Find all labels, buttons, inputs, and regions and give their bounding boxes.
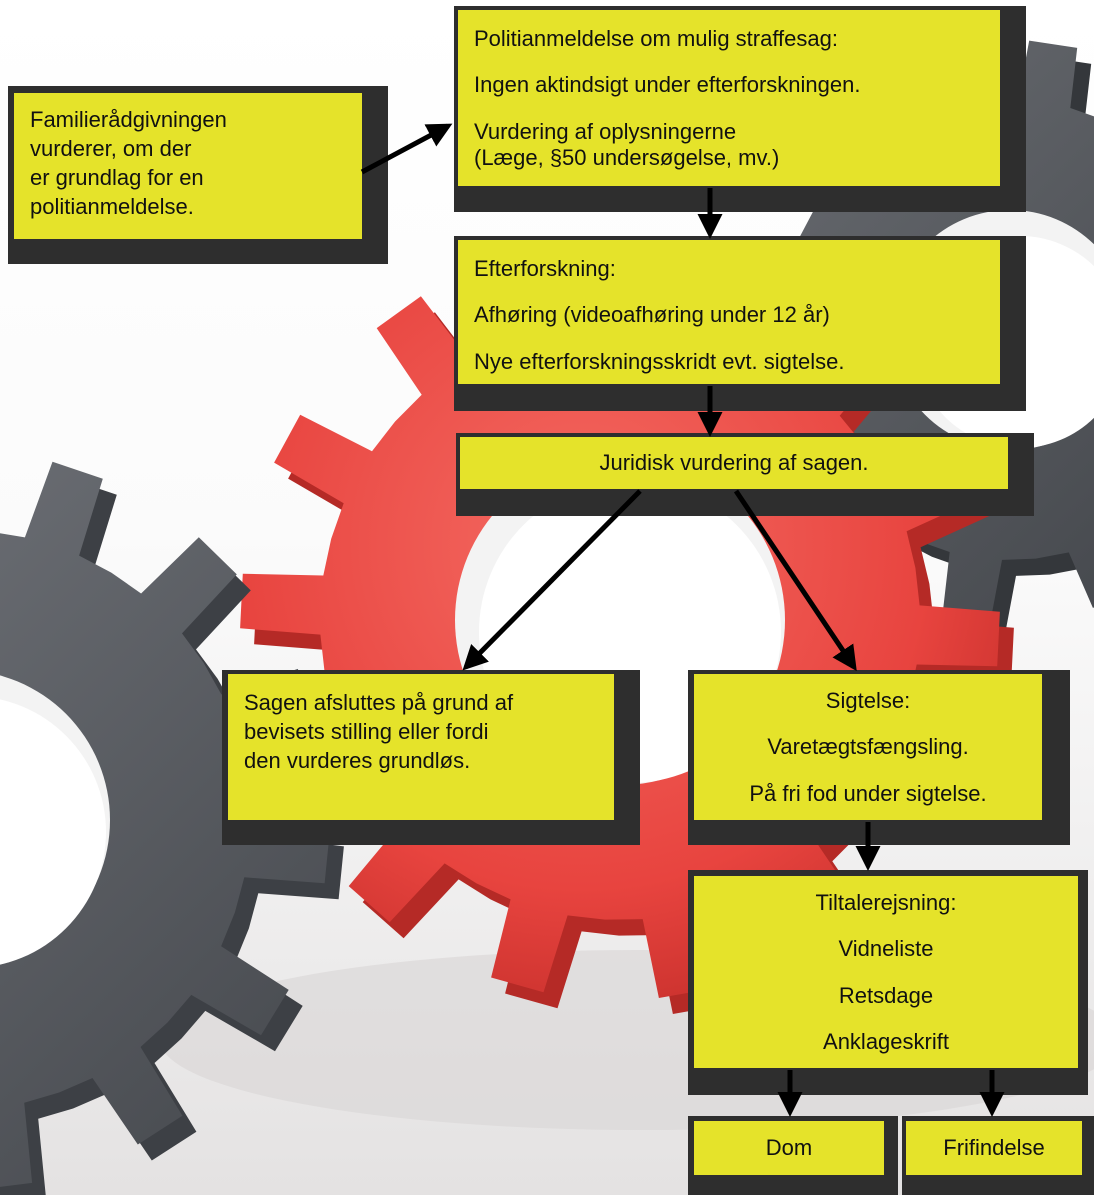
dom-box: Dom	[694, 1121, 884, 1175]
tiltalerejsning-box: Tiltalerejsning: Vidneliste Retsdage Ank…	[694, 876, 1078, 1068]
box-line: Efterforskning:	[474, 256, 616, 281]
box-line: bevisets stilling eller fordi	[244, 719, 489, 744]
frifindelse-box: Frifindelse	[906, 1121, 1082, 1175]
box-line: Sagen afsluttes på grund af	[244, 690, 514, 715]
box-line: Politianmeldelse om mulig straffesag:	[474, 26, 838, 51]
box-line: politianmeldelse.	[30, 194, 194, 219]
box-line: Familierådgivningen	[30, 107, 227, 132]
box-line: (Læge, §50 undersøgelse, mv.)	[474, 145, 780, 171]
box-line: Vidneliste	[838, 936, 934, 962]
gray-gear-left	[0, 461, 344, 1195]
box-line: Vurdering af oplysningerne	[474, 118, 737, 144]
box-line: vurderer, om der	[30, 136, 192, 161]
efterforskning-box: Efterforskning: Afhøring (videoafhøring …	[458, 240, 1000, 384]
arrow-familie-to-politi	[360, 123, 453, 175]
box-line: Dom	[765, 1135, 813, 1160]
sagen-afsluttes-box: Sagen afsluttes på grund af bevisets sti…	[228, 674, 614, 820]
box-line: Juridisk vurdering af sagen.	[599, 450, 869, 475]
box-line: er grundlag for en	[30, 165, 204, 190]
juridisk-vurdering-box: Juridisk vurdering af sagen.	[460, 437, 1008, 489]
box-line: Nye efterforskningsskridt evt. sigtelse.	[474, 348, 845, 374]
box-line: Ingen aktindsigt under efterforskningen.	[474, 72, 861, 98]
box-line: Tiltalerejsning:	[815, 890, 957, 915]
box-line: Frifindelse	[943, 1135, 1045, 1160]
box-line: Anklageskrift	[823, 1029, 949, 1055]
politianmeldelse-box: Politianmeldelse om mulig straffesag: In…	[458, 10, 1000, 186]
box-line: den vurderes grundløs.	[244, 748, 471, 773]
sigtelse-box: Sigtelse: Varetægtsfængsling. På fri fod…	[694, 674, 1042, 820]
box-line: På fri fod under sigtelse.	[749, 780, 987, 806]
arrow-juridisk-to-afsluttes	[462, 489, 642, 671]
box-line: Sigtelse:	[825, 688, 911, 713]
familieraadgivning-box: Familierådgivningen vurderer, om der er …	[14, 93, 362, 239]
box-line: Varetægtsfængsling.	[767, 734, 969, 760]
box-line: Retsdage	[838, 982, 934, 1008]
box-line: Afhøring (videoafhøring under 12 år)	[474, 302, 830, 328]
arrow-juridisk-to-sigtelse	[733, 489, 857, 672]
